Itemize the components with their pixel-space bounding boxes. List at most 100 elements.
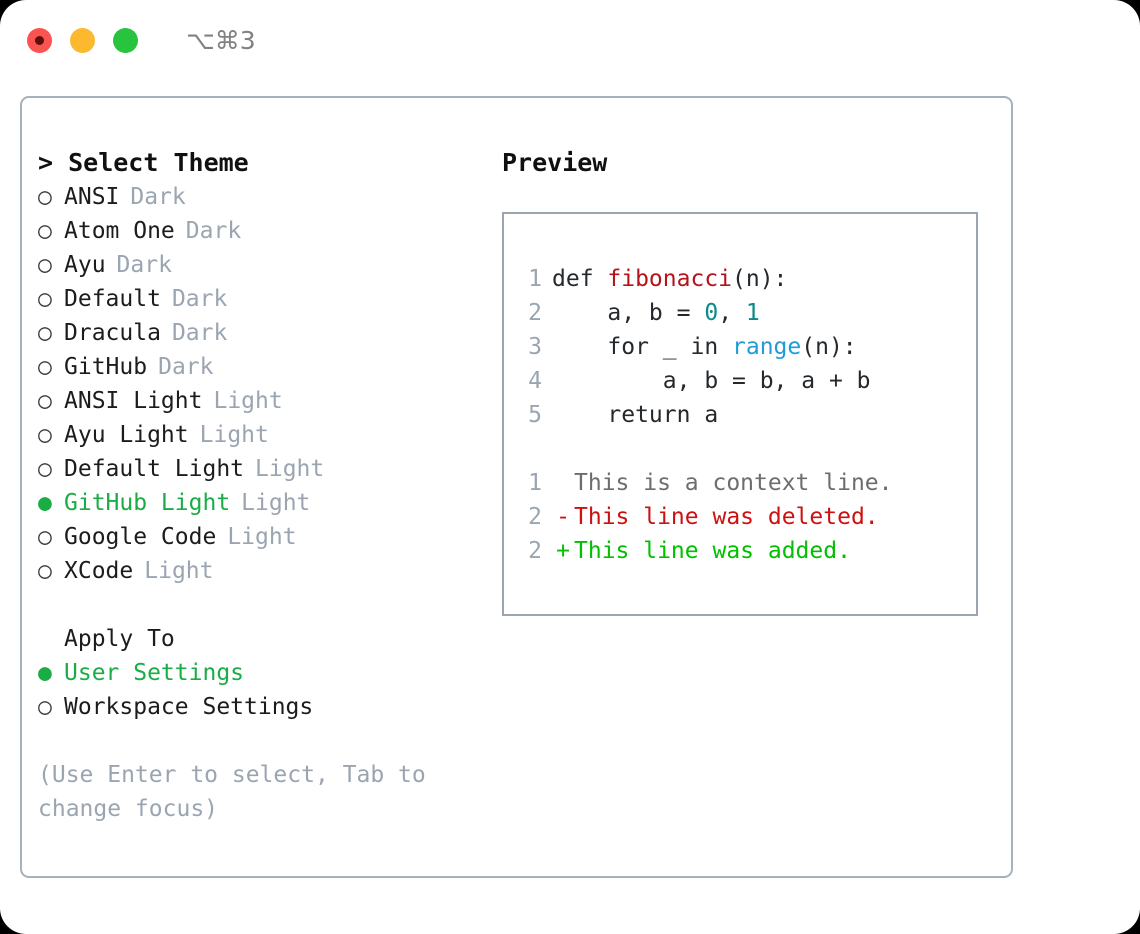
theme-option-label: Default <box>64 286 161 312</box>
theme-option-label: ANSI <box>64 184 120 210</box>
maximize-button-icon[interactable] <box>113 27 138 53</box>
line-number: 4 <box>528 368 542 394</box>
keyboard-shortcut-label: ⌥⌘3 <box>186 25 256 55</box>
code-diff-separator <box>518 432 976 466</box>
radio-unselected-icon: ○ <box>38 388 52 414</box>
code-token-plain: for _ in <box>552 334 733 360</box>
apply-to-heading: Apply To <box>64 626 175 652</box>
code-token-plain: , <box>718 300 746 326</box>
theme-option-kind-badge: Light <box>144 558 214 584</box>
diff-line-content: +This line was added. <box>552 534 851 568</box>
theme-option-label: GitHub <box>64 354 148 380</box>
diff-line-text: This line was deleted. <box>574 504 879 530</box>
code-line-text: for _ in range(n): <box>552 330 857 364</box>
preview-heading: Preview <box>502 148 608 177</box>
theme-option-kind-badge: Light <box>241 490 311 516</box>
keyboard-hint-text: (Use Enter to select, Tab to change focu… <box>38 762 426 822</box>
theme-option-ansi[interactable]: ○ ANSI Dark <box>38 180 478 214</box>
diff-sign: + <box>556 538 570 564</box>
theme-option-ansi-light[interactable]: ○ ANSI Light Light <box>38 384 478 418</box>
theme-option-default-light[interactable]: ○ Default Light Light <box>38 452 478 486</box>
code-token-plain: (n): <box>732 266 788 292</box>
theme-option-kind-badge: Dark <box>171 320 228 346</box>
theme-option-google-code[interactable]: ○ Google Code Light <box>38 520 478 554</box>
diff-line-del: 2-This line was deleted. <box>518 500 976 534</box>
theme-option-xcode[interactable]: ○ XCode Light <box>38 554 478 588</box>
code-line: 5 return a <box>518 398 976 432</box>
radio-selected-icon: ● <box>38 490 52 516</box>
code-line-text: a, b = 0, 1 <box>552 296 760 330</box>
line-number: 5 <box>528 402 542 428</box>
window-controls <box>27 27 138 53</box>
apply-to-list[interactable]: ● User Settings ○ Workspace Settings <box>38 656 478 724</box>
theme-option-label: GitHub Light <box>64 490 231 516</box>
radio-unselected-icon: ○ <box>38 218 52 244</box>
diff-sample: 1 This is a context line. 2-This line was… <box>518 466 976 568</box>
code-line: 2 a, b = 0, 1 <box>518 296 976 330</box>
theme-option-github-light[interactable]: ● GitHub Light Light <box>38 486 478 520</box>
code-token-plain: return a <box>552 402 719 428</box>
radio-unselected-icon: ○ <box>38 184 52 210</box>
theme-option-github[interactable]: ○ GitHub Dark <box>38 350 478 384</box>
radio-unselected-icon: ○ <box>38 524 52 550</box>
diff-line-content: -This line was deleted. <box>552 500 879 534</box>
code-line-text: def fibonacci(n): <box>552 262 787 296</box>
line-number: 3 <box>528 334 542 360</box>
theme-option-kind-badge: Light <box>227 524 297 550</box>
theme-option-label: Google Code <box>64 524 217 550</box>
code-line: 4 a, b = b, a + b <box>518 364 976 398</box>
theme-option-kind-badge: Dark <box>116 252 172 278</box>
apply-to-option-label: Workspace Settings <box>64 694 314 720</box>
radio-unselected-icon: ○ <box>38 286 52 312</box>
theme-option-kind-badge: Light <box>213 388 283 414</box>
apply-to-option-workspace-settings[interactable]: ○ Workspace Settings <box>38 690 478 724</box>
theme-option-label: Ayu Light <box>64 422 189 448</box>
code-token-plain: a, b = <box>552 300 705 326</box>
radio-unselected-icon: ○ <box>38 354 52 380</box>
diff-sign: - <box>556 504 570 530</box>
code-line: 1 def fibonacci(n): <box>518 262 976 296</box>
apply-to-option-label: User Settings <box>64 660 245 686</box>
diff-line-text: This is a context line. <box>574 470 893 496</box>
theme-option-label: Default Light <box>64 456 245 482</box>
line-number: 1 <box>528 470 542 496</box>
diff-sign <box>552 466 574 500</box>
close-button-icon[interactable] <box>27 27 52 53</box>
theme-option-default[interactable]: ○ Default Dark <box>38 282 478 316</box>
theme-option-label: ANSI Light <box>64 388 203 414</box>
code-line: 3 for _ in range(n): <box>518 330 976 364</box>
code-token-fn: fibonacci <box>607 266 733 292</box>
theme-option-kind-badge: Dark <box>158 354 214 380</box>
code-token-num: 1 <box>745 300 760 326</box>
code-token-plain: a, b = b, a + b <box>552 368 871 394</box>
radio-unselected-icon: ○ <box>38 694 52 720</box>
radio-unselected-icon: ○ <box>38 558 52 584</box>
code-token-call: range <box>732 334 802 360</box>
code-line-text: return a <box>552 398 718 432</box>
line-number: 1 <box>528 266 542 292</box>
line-number: 2 <box>528 300 542 326</box>
diff-line-text: This line was added. <box>574 538 851 564</box>
theme-option-label: XCode <box>64 558 134 584</box>
radio-selected-icon: ● <box>38 660 52 686</box>
diff-line-add: 2+This line was added. <box>518 534 976 568</box>
radio-unselected-icon: ○ <box>38 456 52 482</box>
theme-option-label: Dracula <box>64 320 161 346</box>
theme-option-kind-badge: Light <box>255 456 325 482</box>
select-theme-heading: > Select Theme <box>38 148 249 177</box>
minimize-button-icon[interactable] <box>70 27 95 53</box>
theme-option-kind-badge: Dark <box>130 184 186 210</box>
apply-to-option-user-settings[interactable]: ● User Settings <box>38 656 478 690</box>
theme-option-kind-badge: Light <box>199 422 269 448</box>
code-token-plain: (n): <box>801 334 857 360</box>
theme-option-kind-badge: Dark <box>171 286 228 312</box>
